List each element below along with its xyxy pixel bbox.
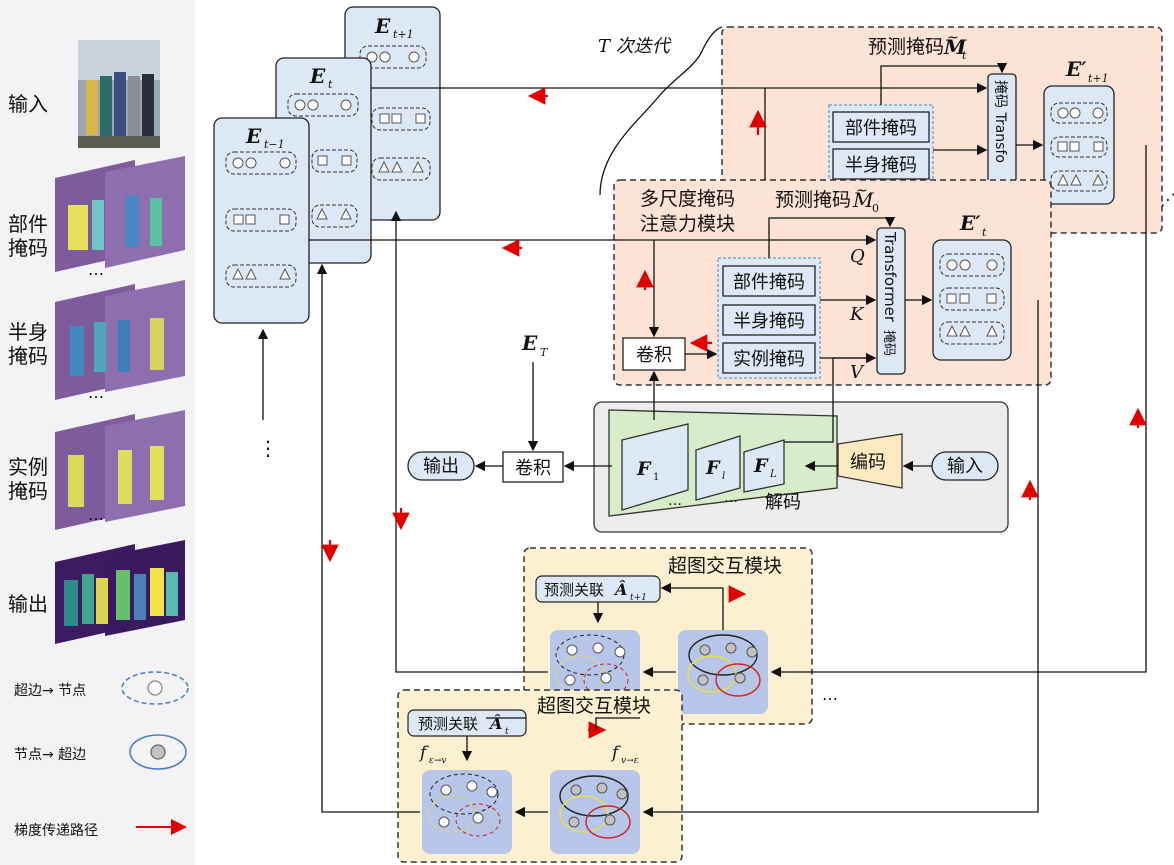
- pred-mask-0-tilde: ~: [856, 183, 868, 199]
- transformer-front-text: Transformer: [881, 231, 899, 323]
- e-prime-t1-sub: t+1: [1088, 72, 1109, 85]
- part-mask-ellipsis: …: [88, 260, 104, 279]
- filled-circle-icon: [151, 745, 165, 759]
- f1-sub: 1: [653, 472, 659, 483]
- iteration-label: T 次迭代: [598, 36, 672, 57]
- e-t-sub: t: [328, 78, 333, 91]
- pred-assoc-text-front: 预测关联: [418, 715, 478, 733]
- fL-sub: L: [769, 469, 777, 480]
- graph-v2e-back: [678, 630, 768, 714]
- input-terminal-text: 输入: [947, 456, 983, 477]
- e-t-main: E: [309, 64, 326, 88]
- pred-mask-0-sub: 0: [872, 202, 879, 215]
- output-terminal-text: 输出: [423, 456, 459, 477]
- vertical-ellipsis: ⋮: [258, 436, 278, 460]
- e-T-sub: T: [540, 346, 549, 359]
- pred-assoc-text-back: 预测关联: [544, 581, 604, 599]
- pred-assoc-sub-back: t+1: [630, 593, 647, 603]
- v-label: V: [850, 362, 865, 383]
- transformer-prefix-text: 掩码: [881, 330, 896, 356]
- decoder-label: 解码: [765, 492, 801, 513]
- msma-title-2: 注意力模块: [640, 213, 735, 235]
- e-t-minus-1-main: E: [245, 124, 262, 148]
- q-label: Q: [850, 246, 865, 267]
- fl-sub: l: [722, 471, 725, 482]
- e-prime-t-main: E′: [959, 211, 981, 235]
- fL-main: F: [753, 455, 769, 477]
- encoder-label: 编码: [850, 452, 886, 473]
- half-mask-text-back: 半身掩码: [845, 155, 917, 176]
- f-e2v-sub: ε→v: [429, 756, 446, 766]
- pred-assoc-sym-front: Â: [488, 713, 502, 733]
- pred-mask-t-label: 预测掩码: [868, 36, 944, 58]
- transformer-back-text: 掩码 Transfo: [992, 80, 1008, 163]
- msma-title-1: 多尺度掩码: [640, 188, 735, 210]
- inst-mask-text: 实例掩码: [733, 349, 805, 370]
- f-v2e-sub: v→ε: [621, 756, 639, 766]
- e-T-main: E: [521, 331, 538, 355]
- input-photo: [78, 40, 160, 148]
- e-t-minus-1-sub: t−1: [264, 138, 285, 151]
- embedding-e-prime-t: [933, 240, 1011, 360]
- pred-mask-0-label: 预测掩码: [775, 189, 851, 211]
- e-prime-t-sub: t: [982, 226, 987, 239]
- hypergraph-title-front: 超图交互模块: [537, 695, 651, 717]
- inst-mask-ellipsis: …: [88, 505, 104, 524]
- instance-mask-images: [55, 410, 185, 530]
- half-mask-images: [55, 280, 185, 400]
- hyper-ellipsis: …: [822, 685, 838, 704]
- output-images: [55, 540, 185, 644]
- empty-circle-icon: [148, 681, 162, 695]
- e-prime-t1-main: E′: [1065, 57, 1087, 81]
- part-mask-text-back: 部件掩码: [845, 118, 917, 139]
- conv-text-out: 卷积: [515, 458, 551, 479]
- fl-main: F: [705, 457, 721, 479]
- decoder-dots-2: …: [724, 490, 738, 506]
- pred-assoc-sub-front: t: [505, 727, 509, 737]
- hypergraph-title-back: 超图交互模块: [668, 555, 782, 577]
- half-mask-text: 半身掩码: [733, 311, 805, 332]
- e-t1-main: E: [374, 14, 391, 38]
- pred-mask-t-sub: t: [962, 49, 967, 62]
- e-t1-sub: t+1: [393, 28, 414, 41]
- pred-assoc-sym-back: Â: [613, 579, 627, 599]
- k-label: K: [849, 304, 865, 325]
- conv-text-attn: 卷积: [636, 345, 672, 366]
- graph-v2e-front: [550, 770, 640, 854]
- half-mask-ellipsis: …: [88, 383, 104, 402]
- back-ellipsis: ⋰: [1160, 190, 1174, 209]
- f1-main: F: [636, 458, 652, 480]
- pred-mask-t-tilde: ~: [947, 30, 959, 46]
- part-mask-text: 部件掩码: [733, 272, 805, 293]
- graph-e2v-front: [422, 770, 512, 854]
- part-mask-images: [55, 156, 185, 272]
- decoder-dots-1: …: [668, 493, 682, 509]
